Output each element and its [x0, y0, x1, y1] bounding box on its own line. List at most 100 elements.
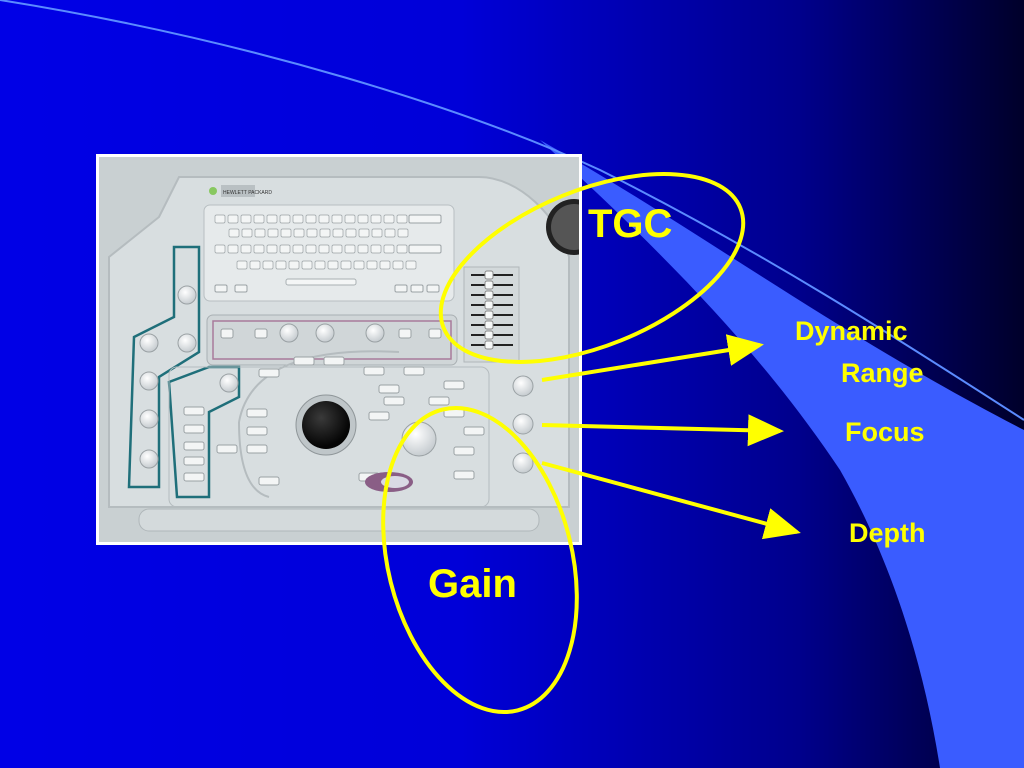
panel-button [246, 426, 268, 436]
keyboard-key [279, 214, 291, 224]
panel-button [183, 456, 205, 466]
control-knob [177, 285, 197, 305]
dynamic-range-label-line2: Range [841, 358, 924, 388]
tgc-slider-handle [484, 330, 494, 340]
keyboard-key [340, 260, 352, 270]
strip-knob [315, 323, 335, 343]
keyboard-key [353, 260, 365, 270]
keyboard-key [331, 244, 343, 254]
keyboard-key [253, 244, 265, 254]
keyboard-key [396, 214, 408, 224]
panel-button [183, 441, 205, 451]
panel-button [216, 444, 238, 454]
function-key [234, 284, 248, 293]
depth-label: Depth [849, 518, 926, 548]
panel-button [323, 356, 345, 366]
keyboard-key [227, 214, 239, 224]
keyboard-key [228, 228, 240, 238]
keyboard-key [301, 260, 313, 270]
enter-key [408, 214, 442, 224]
strip-knob [279, 323, 299, 343]
keyboard-key [288, 260, 300, 270]
keyboard-key [240, 214, 252, 224]
depth-knob [512, 452, 534, 474]
tgc-slider-handle [484, 340, 494, 350]
keyboard-key [344, 244, 356, 254]
keyboard-key [305, 244, 317, 254]
control-knob [139, 449, 159, 469]
keyboard-key [266, 244, 278, 254]
keyboard-key [280, 228, 292, 238]
keyboard-key [249, 260, 261, 270]
strip-knob [365, 323, 385, 343]
control-knob [139, 409, 159, 429]
keyboard-key [262, 260, 274, 270]
panel-button [363, 366, 385, 376]
keyboard-key [370, 244, 382, 254]
dynamic-range-knob [512, 375, 534, 397]
keyboard-key [227, 244, 239, 254]
panel-button [403, 366, 425, 376]
tgc-slider-handle [484, 300, 494, 310]
keyboard-key [405, 260, 417, 270]
tgc-label: TGC [588, 202, 673, 246]
function-key [394, 284, 408, 293]
panel-button [428, 396, 450, 406]
keyboard-key [357, 244, 369, 254]
knob-strip [220, 323, 442, 343]
tgc-slider-handle [484, 280, 494, 290]
keyboard-key [357, 214, 369, 224]
focus-label: Focus [845, 417, 925, 447]
control-knob [219, 373, 239, 393]
ultrasound-panel-photo: HEWLETT PACKARD [96, 154, 582, 545]
keyboard-key [392, 260, 404, 270]
panel-button [443, 408, 465, 418]
control-knob [139, 333, 159, 353]
panel-button [258, 476, 280, 486]
keyboard-key [332, 228, 344, 238]
keyboard-key [267, 228, 279, 238]
panel-button [443, 380, 465, 390]
dynamic-range-label-line1: Dynamic [795, 316, 908, 346]
keyboard-key [397, 228, 409, 238]
panel-button [183, 424, 205, 434]
panel-button [183, 472, 205, 482]
tgc-slider-handle [484, 310, 494, 320]
tgc-slider-handle [484, 290, 494, 300]
panel-button [463, 426, 485, 436]
hp-logo [221, 185, 255, 197]
keyboard-key [214, 214, 226, 224]
keyboard-key [241, 228, 253, 238]
keyboard-key [383, 244, 395, 254]
keyboard-key [292, 214, 304, 224]
tgc-slider-handle [484, 270, 494, 280]
keyboard-key [370, 214, 382, 224]
tgc-slider-handle [484, 320, 494, 330]
spacebar [285, 278, 357, 286]
panel-button [383, 396, 405, 406]
control-knob [177, 333, 197, 353]
keyboard-key [345, 228, 357, 238]
keyboard-key [240, 244, 252, 254]
panel-button [258, 368, 280, 378]
keyboard-key [319, 228, 331, 238]
keyboard-key [214, 244, 226, 254]
brand-text: HEWLETT PACKARD [223, 190, 272, 196]
focus-knob [512, 413, 534, 435]
keyboard-key [275, 260, 287, 270]
keyboard-key [236, 260, 248, 270]
gain-label: Gain [428, 562, 517, 606]
left-knobs [139, 285, 239, 469]
background-curve-line [0, 0, 1024, 421]
strip-button [254, 328, 268, 339]
background-curve-band [540, 140, 1024, 768]
strip-button [428, 328, 442, 339]
keyboard-key [305, 214, 317, 224]
keyboard-key [344, 214, 356, 224]
keyboard-key [293, 228, 305, 238]
keyboard-key [331, 214, 343, 224]
keyboard-key [384, 228, 396, 238]
keyboard-key [254, 228, 266, 238]
function-key [410, 284, 424, 293]
